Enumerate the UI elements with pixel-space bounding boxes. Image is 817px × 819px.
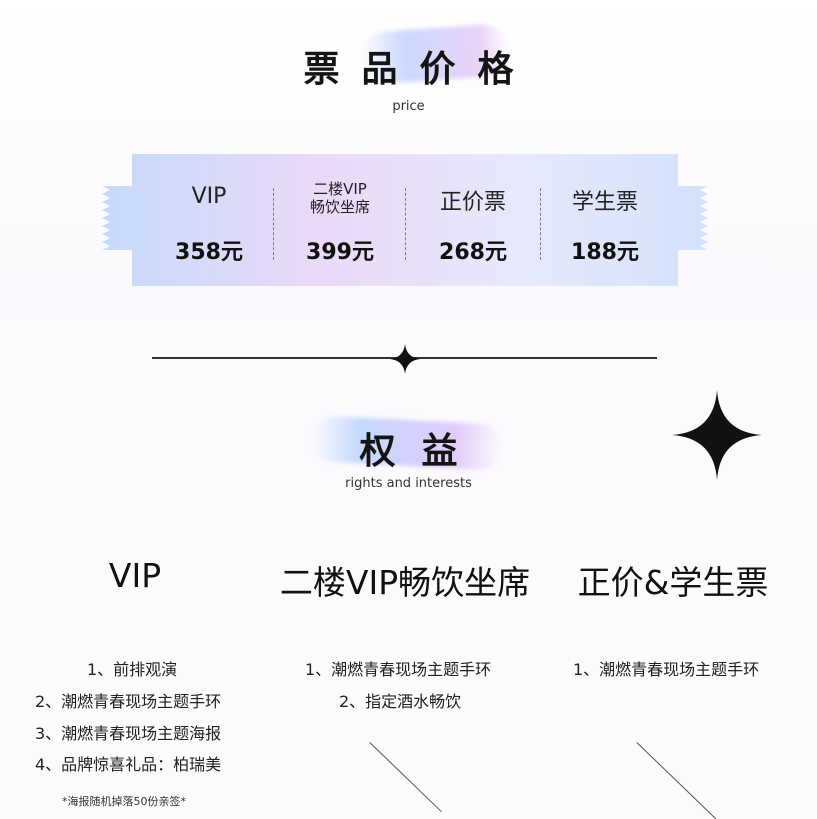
ticket-name-line1: 二楼VIP	[313, 180, 367, 198]
vip-benefit-item: 2、潮燃青春现场主题手环	[35, 692, 222, 711]
ticket-vip: VIP 358元	[144, 154, 274, 286]
ticket-price: 268元	[439, 240, 507, 265]
rights-section-subtitle: rights and interests	[345, 476, 472, 491]
vip-benefit-item: 4、品牌惊喜礼品：柏瑞美	[35, 755, 222, 774]
decorative-diagonal-line	[369, 742, 442, 813]
vip-benefit-item: 1、前排观演	[87, 660, 178, 679]
second-floor-benefit-item: 1、潮燃青春现场主题手环	[305, 660, 492, 679]
vip-column-title: VIP	[108, 556, 162, 595]
ticket-price: 358元	[175, 240, 243, 265]
ticket-student: 学生票 188元	[540, 154, 670, 286]
ticket-divider	[273, 188, 274, 260]
ticket-name: 二楼VIP 畅饮坐席	[275, 180, 405, 216]
ticket-divider	[540, 188, 541, 260]
vip-benefit-item: 3、潮燃青春现场主题海报	[35, 724, 222, 743]
ticket-name: 正价票	[439, 190, 506, 215]
rights-section-title: 权益	[359, 431, 484, 472]
ticket-price: 188元	[571, 240, 639, 265]
decorative-diagonal-line	[636, 742, 717, 819]
ticket-second-floor-vip: 二楼VIP 畅饮坐席 399元	[275, 154, 405, 286]
second-floor-column-title: 二楼VIP畅饮坐席	[279, 563, 531, 602]
second-floor-benefit-item: 2、指定酒水畅饮	[339, 692, 462, 711]
sparkle-star-large-icon	[672, 390, 762, 480]
regular-student-benefit-item: 1、潮燃青春现场主题手环	[573, 660, 760, 679]
vip-benefit-note: *海报随机掉落50份亲签*	[62, 795, 186, 808]
ticket-name: 学生票	[571, 190, 638, 215]
regular-student-column-title: 正价&学生票	[577, 563, 769, 602]
ticket-price-card: VIP 358元 二楼VIP 畅饮坐席 399元 正价票 268元 学生票 18…	[102, 154, 708, 286]
sparkle-star-icon	[390, 344, 420, 374]
price-section-title: 票品价格	[303, 49, 536, 90]
ticket-divider	[405, 188, 406, 260]
ticket-name: VIP	[191, 184, 227, 209]
price-section-subtitle: price	[392, 99, 425, 114]
ticket-regular: 正价票 268元	[408, 154, 538, 286]
ticket-price: 399元	[306, 240, 374, 265]
ticket-name-line2: 畅饮坐席	[309, 198, 370, 216]
